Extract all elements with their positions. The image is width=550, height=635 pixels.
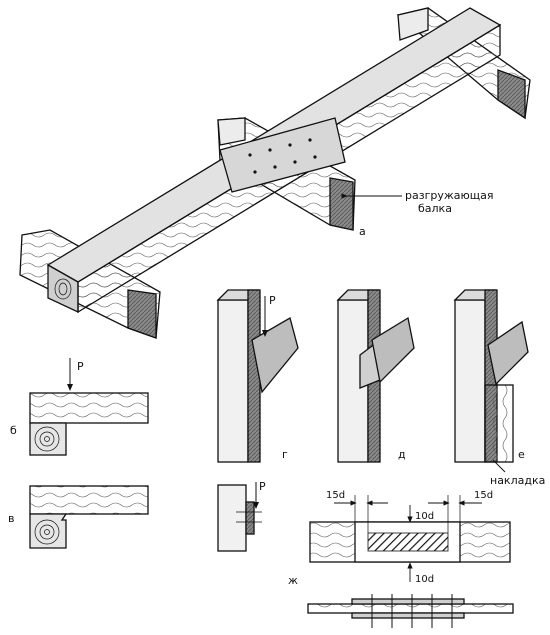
detail-b: P б — [10, 358, 149, 456]
detail-zh-small: P — [217, 480, 266, 552]
detail-zh-side — [307, 594, 514, 628]
label-zh: ж — [288, 574, 298, 587]
detail-zh: 15d 15d 10d 10d ж — [288, 490, 511, 587]
label-a: а — [359, 225, 366, 238]
label-unloading-beam-2: балка — [418, 202, 452, 215]
detail-e: е накладка — [453, 289, 545, 487]
label-d: д — [398, 448, 406, 461]
label-b: б — [10, 424, 17, 437]
label-unloading-beam-1: разгружающая — [405, 189, 493, 202]
detail-v: в — [8, 485, 149, 549]
load-p-b: P — [77, 360, 84, 373]
label-overlay: накладка — [490, 474, 545, 487]
label-g: г — [282, 448, 288, 461]
assembly-a: разгружающая балка а — [19, 7, 531, 339]
detail-g: P г — [216, 289, 299, 463]
load-p-g: P — [269, 294, 276, 307]
dim-10d-bottom: 10d — [415, 574, 434, 585]
label-e: е — [518, 448, 525, 461]
label-v: в — [8, 512, 14, 525]
dim-15d-right: 15d — [474, 490, 493, 501]
detail-d: д — [336, 289, 415, 463]
overlay-plate — [219, 117, 346, 193]
dim-15d-left: 15d — [326, 490, 345, 501]
dim-10d-top: 10d — [415, 511, 434, 522]
load-p-small: P — [259, 480, 266, 493]
